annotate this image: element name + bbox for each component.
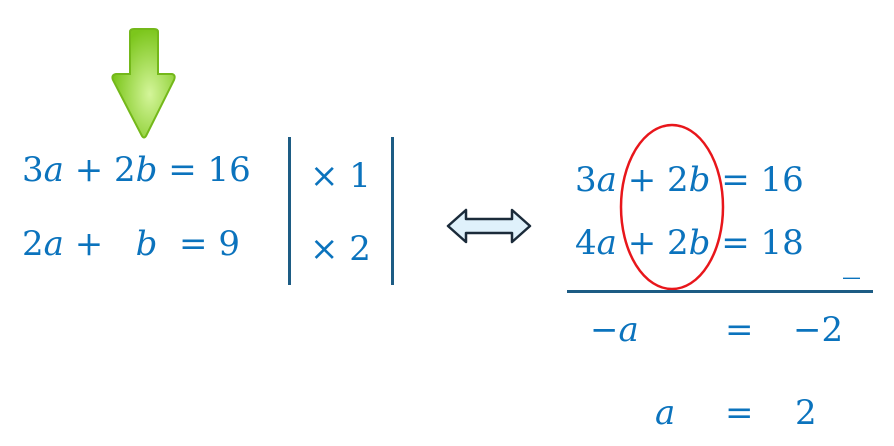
equation-term: 4 [575, 223, 597, 263]
variable-b: b [135, 150, 158, 190]
right-bracket-bar [391, 137, 394, 285]
equation-term: 2 [22, 224, 44, 264]
equation-term: + [63, 224, 136, 264]
result-1-equals: = [725, 310, 754, 350]
right-equation-1: 3a + 2b = 16 [575, 160, 804, 200]
equation-term: + 2 [616, 160, 689, 200]
variable-b: b [688, 160, 711, 200]
equation-term: = 9 [157, 224, 240, 264]
right-equation-2: 4a + 2b = 18 [575, 223, 804, 263]
equation-term: = 16 [710, 160, 804, 200]
multiplier-2: × 2 [310, 229, 371, 269]
variable-a: a [596, 160, 617, 200]
equation-term: 3 [22, 150, 44, 190]
variable-b: b [688, 223, 711, 263]
highlight-ellipse [619, 123, 725, 291]
equation-term: = 18 [710, 223, 804, 263]
subtract-sign: _ [843, 240, 860, 280]
left-equation-2: 2a + b = 9 [22, 224, 240, 264]
equation-term: + 2 [63, 150, 136, 190]
down-arrow-icon [111, 28, 176, 139]
variable-a: a [43, 150, 64, 190]
double-arrow-icon [446, 208, 532, 244]
result-2-equals: = [725, 393, 754, 433]
variable-a: a [596, 223, 617, 263]
result-2-rhs: 2 [795, 393, 817, 433]
result-1-rhs: −2 [793, 310, 844, 350]
subtraction-rule [567, 290, 873, 293]
minus-sign: − [590, 310, 619, 350]
variable-a: a [43, 224, 64, 264]
equation-term: = 16 [157, 150, 251, 190]
left-bracket-bar [288, 137, 291, 285]
left-equation-1: 3a + 2b = 16 [22, 150, 251, 190]
variable-a: a [618, 310, 639, 350]
variable-b: b [135, 224, 158, 264]
equation-term: + 2 [616, 223, 689, 263]
result-2-lhs: a [655, 393, 676, 433]
equation-term: 3 [575, 160, 597, 200]
multiplier-1: × 1 [310, 156, 371, 196]
result-1-lhs: −a [590, 310, 639, 350]
